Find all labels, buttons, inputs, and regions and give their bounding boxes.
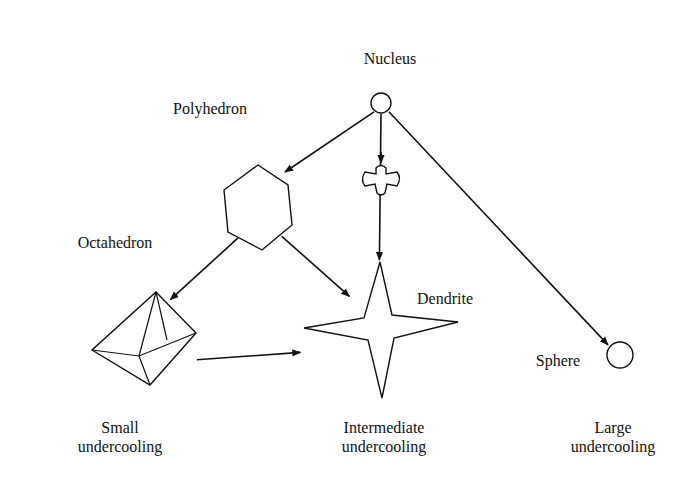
growth-arrow bbox=[197, 352, 301, 359]
irregular-crystal bbox=[363, 166, 400, 196]
polyhedron-shape: Polyhedron bbox=[222, 165, 294, 252]
dendrite-star: Dendrite bbox=[302, 260, 460, 400]
growth-arrow bbox=[282, 236, 350, 296]
regime-label: Large undercooling bbox=[558, 418, 668, 456]
octahedron-shape-outline bbox=[89, 290, 199, 387]
sphere-circle-outline bbox=[606, 341, 634, 369]
growth-arrow bbox=[170, 238, 237, 300]
arrow-head bbox=[380, 152, 382, 163]
shape-label: Polyhedron bbox=[173, 100, 247, 118]
dendrite-star-outline bbox=[302, 260, 460, 400]
growth-arrow bbox=[285, 112, 374, 172]
regime-label: Small undercooling bbox=[65, 418, 175, 456]
shape-label: Dendrite bbox=[417, 290, 473, 308]
shape-label: Nucleus bbox=[364, 50, 416, 68]
octahedron-shape: Octahedron bbox=[89, 290, 199, 387]
growth-arrow bbox=[389, 112, 608, 345]
sphere-circle: Sphere bbox=[606, 341, 634, 369]
nucleus-circle-outline bbox=[370, 92, 392, 114]
nucleus-circle: Nucleus bbox=[370, 92, 392, 114]
shape-label: Sphere bbox=[536, 352, 580, 370]
regime-label: Intermediate undercooling bbox=[324, 418, 444, 456]
shape-label: Octahedron bbox=[78, 234, 153, 252]
polyhedron-shape-outline bbox=[222, 165, 294, 252]
